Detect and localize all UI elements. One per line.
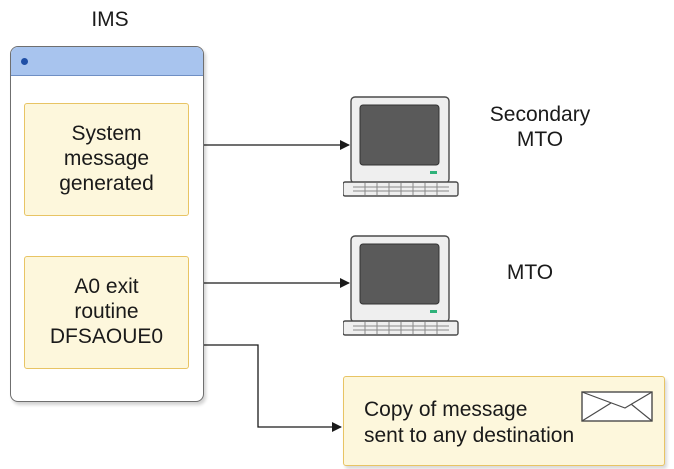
computer-terminal-icon <box>343 235 459 336</box>
exit-routine-line: routine <box>74 300 139 324</box>
secondary-mto-line: MTO <box>516 128 564 152</box>
system-message-line: message <box>63 147 150 171</box>
copy-line: Copy of message <box>364 398 528 421</box>
copy-line: sent to any destination <box>364 424 575 447</box>
exit-routine-box: A0 exit routine DFSAOUE0 <box>24 256 189 369</box>
system-message-line: generated <box>59 171 154 195</box>
arrow-exit-to-copy <box>190 344 342 432</box>
copy-destination-box: Copy of message sent to any destination <box>343 376 665 466</box>
ims-title: IMS <box>91 8 129 31</box>
computer-terminal-icon <box>343 96 459 197</box>
ims-titlebar <box>11 47 203 76</box>
exit-routine-line: A0 exit <box>74 275 139 299</box>
exit-routine-line: DFSAOUE0 <box>49 324 164 348</box>
secondary-mto-label: Secondary MTO <box>460 102 620 152</box>
system-message-line: System <box>71 122 142 146</box>
secondary-mto-line: Secondary <box>489 103 591 126</box>
system-message-box: System message generated <box>24 103 189 216</box>
window-dot-icon <box>21 58 28 65</box>
mto-label: MTO <box>506 261 554 284</box>
envelope-icon <box>581 391 653 422</box>
